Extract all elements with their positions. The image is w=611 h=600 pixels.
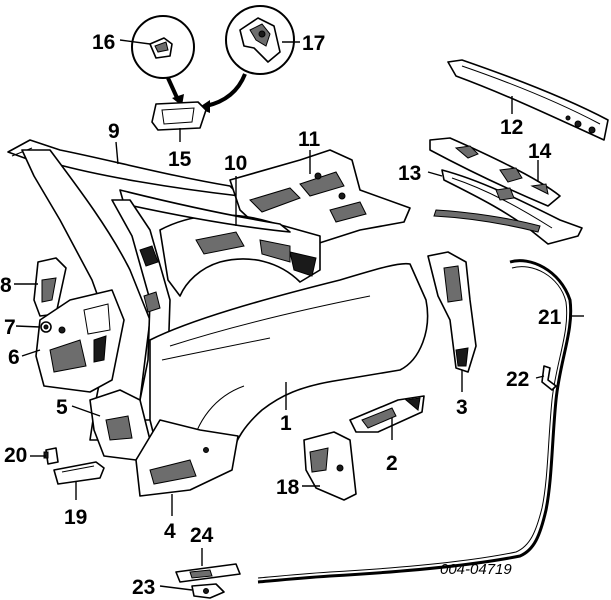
callout-12: 12 [500,116,523,139]
callout-17: 17 [302,32,325,55]
part-6-inner-panel [35,289,125,393]
callout-10: 10 [224,152,247,175]
part-13-reinforcement [441,169,583,245]
callout-9: 9 [108,120,120,143]
callout-8: 8 [0,274,12,297]
inset-detail-17 [225,5,295,75]
part-4-rocker-extension [135,419,239,497]
part-number: 004-04719 [440,561,512,578]
callout-1: 1 [280,412,292,435]
callout-23: 23 [132,576,155,599]
part-23-hinge [191,583,225,599]
part-1-quarter-panel [149,262,429,471]
part-22-clip [541,365,557,391]
arrow-17-to-15 [198,73,247,113]
part-24-bracket [175,563,241,583]
part-7-clip [40,321,52,333]
callout-16: 16 [92,31,115,54]
callout-24: 24 [190,524,214,547]
part-18-bracket [303,431,357,501]
part-15-panel [151,101,207,131]
part-5-lower-panel [89,389,151,461]
callout-7: 7 [4,316,16,339]
callout-5: 5 [56,396,68,419]
callout-21: 21 [538,306,562,329]
weatherstrip-bottom [433,209,541,233]
callout-13: 13 [398,162,421,185]
callout-19: 19 [64,506,87,529]
callout-15: 15 [168,148,192,171]
leader-lines [14,39,584,591]
arrow-16-to-15 [166,77,184,106]
callout-20: 20 [4,444,27,467]
callout-4: 4 [164,520,176,543]
part-20-clip [43,447,59,465]
part-19-sill-plate [53,461,105,485]
part-14-reinforcement [429,137,561,207]
part-12-roof-rail [447,59,609,141]
callout-labels: 16 17 15 9 10 11 12 13 14 8 7 6 5 1 2 3 … [0,31,562,599]
part-2-bracket [349,395,425,433]
part-21-weatherstrip [257,259,573,584]
callout-18: 18 [276,476,300,499]
part-11-rear-shelf-panel [229,149,411,247]
callout-6: 6 [8,346,20,369]
callout-11: 11 [298,128,321,151]
callout-22: 22 [506,368,529,391]
callout-3: 3 [456,396,468,419]
part-3-extension [427,251,477,373]
inset-detail-16 [131,15,195,79]
callout-2: 2 [386,452,398,475]
callout-14: 14 [528,140,552,163]
